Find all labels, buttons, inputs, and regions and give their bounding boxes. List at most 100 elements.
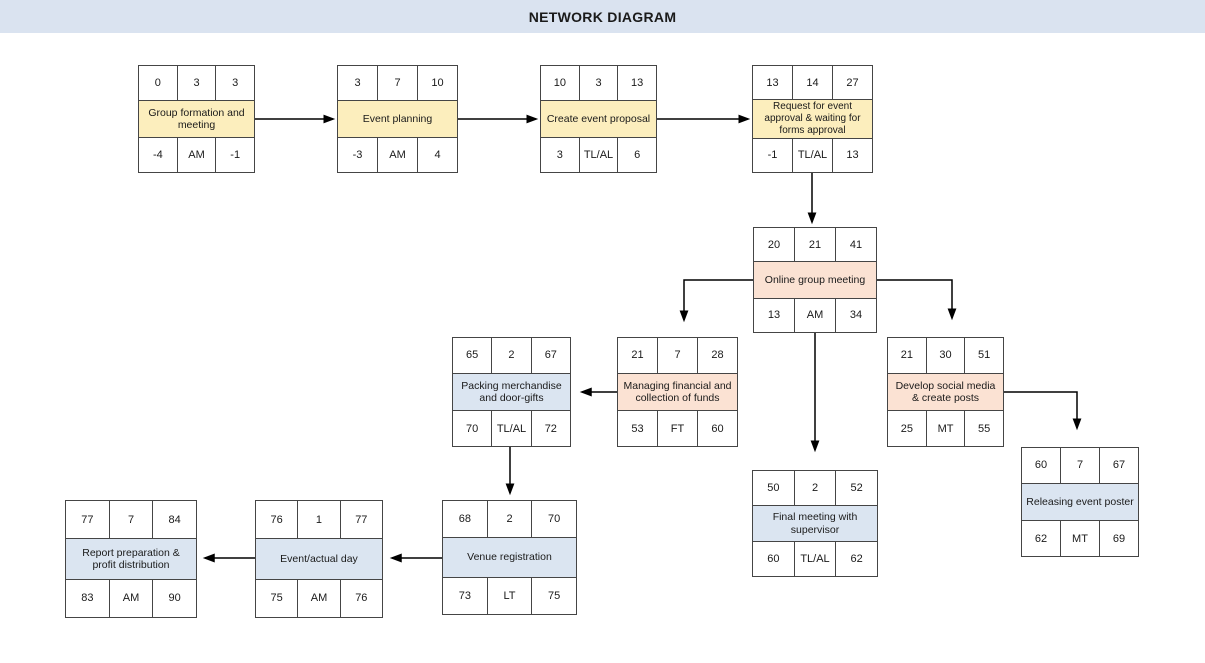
early-finish-cell: 10 [418,66,457,100]
activity-node-managing-financial: 21 7 28 Managing financial and collectio… [617,337,738,447]
late-finish-cell: 72 [531,411,570,447]
late-row: 83 AM 90 [66,578,197,617]
late-finish-cell: 13 [833,138,872,173]
activity-node-venue-registration: 68 2 70 Venue registration 73 LT 75 [442,500,577,615]
resource-cell: LT [487,577,533,614]
duration-cell: 3 [177,66,217,100]
early-finish-cell: 70 [532,501,577,538]
late-row: 75 AM 76 [256,578,382,617]
activity-label: Create event proposal [541,101,656,137]
duration-cell: 7 [378,66,418,100]
late-row: -4 AM -1 [139,137,255,172]
early-finish-cell: 28 [698,338,737,373]
activity-label: Releasing event poster [1022,483,1138,521]
late-row: 3 TL/AL 6 [541,137,657,172]
activity-label: Develop social media & create posts [888,373,1003,411]
arrow-online-meeting-to-develop-social [877,279,957,321]
duration-cell: 2 [487,501,533,538]
late-finish-cell: 90 [153,579,197,617]
late-start-cell: 13 [754,298,795,332]
resource-cell: AM [795,298,836,332]
late-start-cell: 73 [443,577,488,614]
early-start-cell: 21 [888,338,927,373]
resource-cell: TL/AL [579,138,619,172]
resource-cell: AM [177,138,217,172]
late-start-cell: 3 [541,138,580,172]
early-start-cell: 76 [256,501,299,539]
early-row: 20 21 41 [754,228,876,263]
early-row: 3 7 10 [338,66,457,101]
arrow-develop-social-to-releasing-poster [1004,391,1082,431]
duration-cell: 7 [1061,448,1100,483]
early-start-cell: 68 [443,501,488,538]
arrow-online-meeting-to-managing-financial [679,279,753,323]
late-finish-cell: 6 [618,138,657,172]
late-start-cell: 75 [256,579,299,617]
late-start-cell: 83 [66,579,110,617]
activity-node-request-approval: 13 14 27 Request for event approval & wa… [752,65,873,173]
early-row: 21 30 51 [888,338,1004,374]
late-start-cell: 53 [618,411,658,447]
early-row: 10 3 13 [541,66,657,101]
early-finish-cell: 13 [618,66,657,100]
activity-node-create-proposal: 10 3 13 Create event proposal 3 TL/AL 6 [540,65,657,173]
late-row: 60 TL/AL 62 [753,541,878,577]
activity-label: Event/actual day [256,539,382,579]
duration-cell: 30 [926,338,966,373]
early-start-cell: 13 [753,66,793,100]
activity-node-event-planning: 3 7 10 Event planning -3 AM 4 [337,65,458,173]
late-row: -1 TL/AL 13 [753,137,872,173]
early-finish-cell: 52 [836,471,878,505]
late-finish-cell: 75 [532,577,577,614]
activity-label: Packing merchandise and door-gifts [453,373,570,411]
activity-label: Request for event approval & waiting for… [753,100,872,138]
activity-node-online-meeting: 20 21 41 Online group meeting 13 AM 34 [753,227,877,333]
duration-cell: 21 [795,228,836,262]
late-row: 53 FT 60 [618,410,737,447]
activity-node-packing: 65 2 67 Packing merchandise and door-gif… [452,337,571,447]
resource-cell: AM [109,579,154,617]
early-row: 60 7 67 [1022,448,1138,484]
early-finish-cell: 27 [833,66,872,100]
late-start-cell: -4 [139,138,178,172]
late-row: 13 AM 34 [754,297,876,332]
early-start-cell: 60 [1022,448,1061,483]
late-row: -3 AM 4 [338,137,457,172]
early-finish-cell: 67 [1100,448,1138,483]
late-finish-cell: 55 [965,411,1004,447]
activity-label: Online group meeting [754,262,876,298]
early-finish-cell: 3 [216,66,255,100]
early-finish-cell: 84 [153,501,197,539]
early-row: 50 2 52 [753,471,878,506]
activity-label: Final meeting with supervisor [753,505,877,542]
early-row: 13 14 27 [753,66,872,101]
late-row: 73 LT 75 [443,576,577,614]
late-row: 62 MT 69 [1022,520,1138,557]
activity-node-final-meeting: 50 2 52 Final meeting with supervisor 60… [752,470,878,577]
early-row: 68 2 70 [443,501,577,539]
late-start-cell: 25 [888,411,927,447]
resource-cell: MT [926,411,966,447]
early-start-cell: 10 [541,66,580,100]
late-finish-cell: 4 [418,138,457,172]
resource-cell: TL/AL [492,411,532,447]
duration-cell: 7 [109,501,154,539]
late-start-cell: 62 [1022,521,1061,557]
early-finish-cell: 67 [531,338,570,373]
early-start-cell: 21 [618,338,658,373]
late-finish-cell: 60 [698,411,737,447]
early-finish-cell: 77 [340,501,382,539]
early-start-cell: 65 [453,338,493,373]
late-finish-cell: 76 [340,579,382,617]
early-row: 76 1 77 [256,501,382,540]
activity-node-report-prep: 77 7 84 Report preparation & profit dist… [65,500,197,618]
late-finish-cell: 69 [1100,521,1138,557]
late-row: 70 TL/AL 72 [453,410,570,447]
early-start-cell: 0 [139,66,178,100]
early-start-cell: 20 [754,228,795,262]
early-start-cell: 77 [66,501,110,539]
late-start-cell: 70 [453,411,493,447]
activity-label: Venue registration [443,538,576,577]
activity-node-develop-social: 21 30 51 Develop social media & create p… [887,337,1004,447]
resource-cell: FT [658,411,698,447]
